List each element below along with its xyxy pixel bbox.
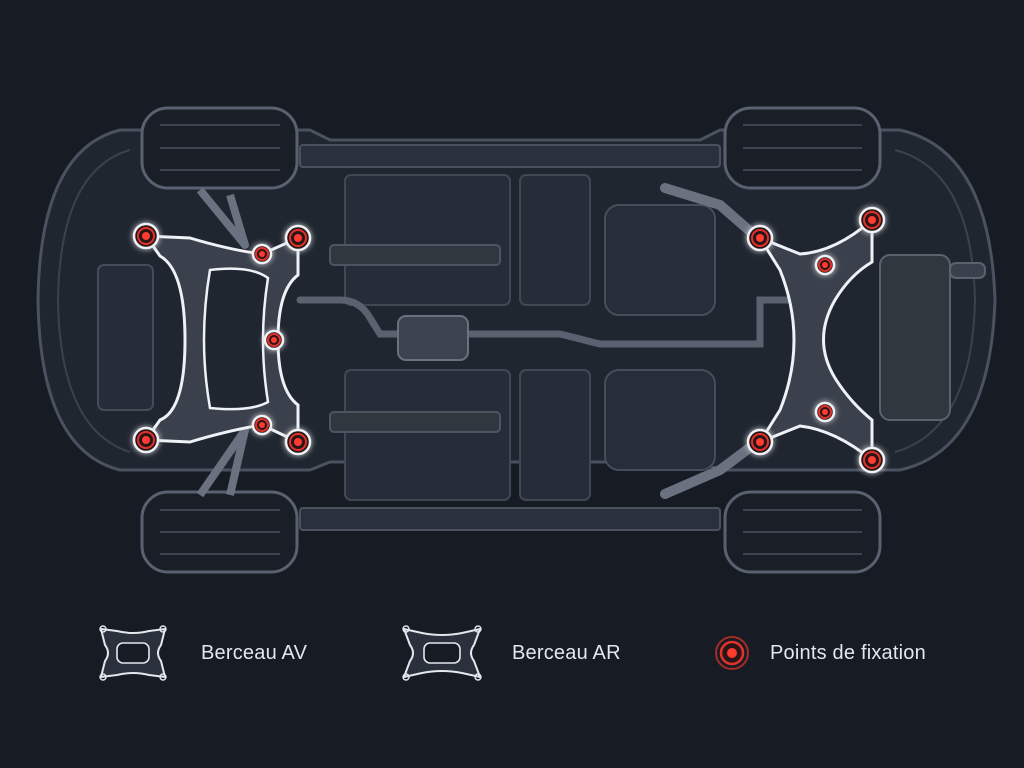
legend-label-mounting-points: Points de fixation <box>770 641 926 664</box>
legend-item-mounting-points: Points de fixation <box>712 618 926 688</box>
mounting-point <box>814 401 836 423</box>
mounting-point <box>132 426 160 454</box>
mounting-point <box>284 224 312 252</box>
rear-muffler <box>879 254 951 421</box>
mounting-point <box>251 414 273 436</box>
floor-panel-4 <box>519 369 591 501</box>
legend-item-front-subframe: Berceau AV <box>95 618 307 688</box>
front-control-arm-upper <box>196 187 249 249</box>
mounting-point <box>132 222 160 250</box>
exhaust-pipe <box>296 296 794 348</box>
floor-panel-2 <box>344 369 511 501</box>
front-control-arm-lower <box>196 426 249 498</box>
mounting-point <box>858 446 886 474</box>
legend-label-rear-subframe: Berceau AR <box>512 641 621 664</box>
cross-member-front <box>329 244 501 266</box>
underbody-illustration <box>36 106 997 574</box>
front-subframe-icon <box>99 625 167 681</box>
floor-panel-1 <box>344 174 511 306</box>
fuel-tank <box>604 204 716 316</box>
rear-trailing-arm-upper <box>660 183 765 245</box>
mounting-point <box>263 329 285 351</box>
car-body-inner-line <box>56 149 131 453</box>
legend-label-front-subframe: Berceau AV <box>201 641 308 664</box>
mounting-point <box>251 243 273 265</box>
legend-item-rear-subframe: Berceau AR <box>398 618 621 688</box>
wheel-rear-left <box>723 106 882 190</box>
wheel-front-left <box>140 106 299 190</box>
floor-panel-3 <box>519 174 591 306</box>
mounting-point-icon <box>715 636 749 670</box>
front-subframe-cutout <box>202 267 270 411</box>
right-sill <box>299 507 721 531</box>
rear-subframe-icon <box>402 625 482 681</box>
mounting-point <box>284 428 312 456</box>
mounting-point <box>814 254 836 276</box>
left-sill <box>299 144 721 168</box>
rear-trailing-arm-lower <box>660 435 765 499</box>
car-body-inner-line-rear <box>894 149 977 453</box>
exhaust-catalytic-converter <box>397 315 469 361</box>
wheel-rear-right <box>723 490 882 574</box>
mounting-point <box>858 206 886 234</box>
legend: Berceau AV Berceau AR Points de fixation <box>0 600 1024 768</box>
cross-member-rear <box>329 411 501 433</box>
wheel-front-right <box>140 490 299 574</box>
mounting-points <box>132 206 886 474</box>
mounting-point <box>746 224 774 252</box>
tailpipe <box>949 262 986 279</box>
mounting-point <box>746 428 774 456</box>
engine-block <box>97 264 154 411</box>
rear-floor-panel <box>604 369 716 471</box>
